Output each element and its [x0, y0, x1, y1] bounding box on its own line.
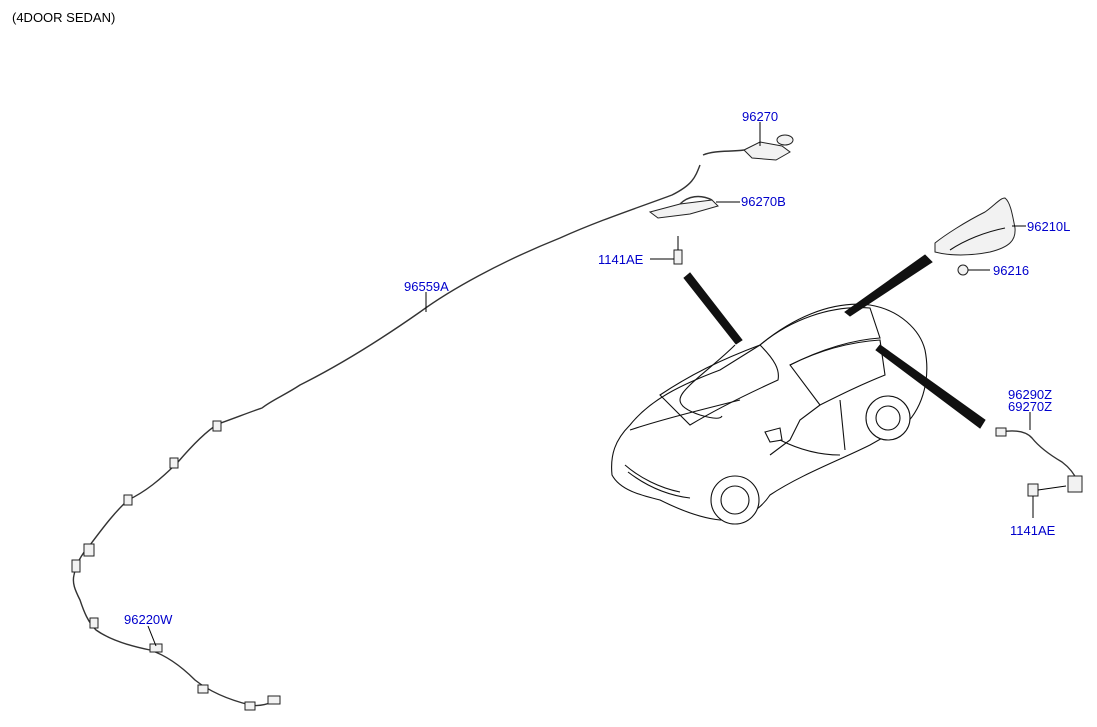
antenna-cable-96559A	[73, 164, 701, 576]
label-96270B[interactable]: 96270B	[741, 194, 786, 209]
label-96216[interactable]: 96216	[993, 263, 1029, 278]
feeder-connector-1	[71, 559, 81, 573]
feeder-connector-5	[244, 701, 256, 711]
callout-pointer-right	[875, 344, 986, 429]
right-module-cable	[999, 430, 1079, 483]
label-96220W[interactable]: 96220W	[124, 612, 173, 627]
label-1141AE-right[interactable]: 1141AE	[1010, 523, 1056, 538]
feeder-connector-3	[149, 643, 163, 653]
bracket-96270B-lead	[679, 195, 713, 205]
module-96270-pigtail	[702, 149, 745, 156]
cable-clip-2	[169, 457, 179, 469]
antenna-feeder-96220W	[72, 574, 281, 707]
callout-pointer-top	[683, 272, 743, 345]
shark-fin-antenna-96210L	[934, 197, 1016, 256]
right-module-plug	[995, 427, 1007, 437]
bolt-1141AE-top	[673, 249, 683, 265]
nut-96216	[957, 264, 969, 276]
cable-clip-3	[123, 494, 133, 506]
feeder-connector-4	[197, 684, 209, 694]
car-front-wheel	[710, 475, 760, 525]
module-96270-loop	[776, 134, 794, 146]
cable-clip-1	[212, 420, 222, 432]
bolt-1141AE-right	[1027, 483, 1039, 497]
feeder-connector-6	[267, 695, 281, 705]
label-96290Z[interactable]: 96290Z	[1008, 387, 1052, 402]
bracket-96270B	[648, 199, 719, 219]
label-96559A[interactable]: 96559A	[404, 279, 449, 294]
cable-connector-end	[83, 543, 95, 557]
label-1141AE-top[interactable]: 1141AE	[598, 252, 644, 267]
car-rear-wheel	[865, 395, 911, 441]
label-96210L[interactable]: 96210L	[1027, 219, 1070, 234]
feeder-connector-2	[89, 617, 99, 629]
label-96270[interactable]: 96270	[742, 109, 778, 124]
diagram-title: (4DOOR SEDAN)	[12, 10, 116, 25]
callout-pointer-fin	[844, 254, 933, 317]
right-module-body	[1067, 475, 1083, 493]
car-sedan-illustration	[611, 303, 928, 525]
leader-96220W	[147, 625, 157, 647]
label-69270Z[interactable]: 69270Z	[1008, 399, 1052, 414]
